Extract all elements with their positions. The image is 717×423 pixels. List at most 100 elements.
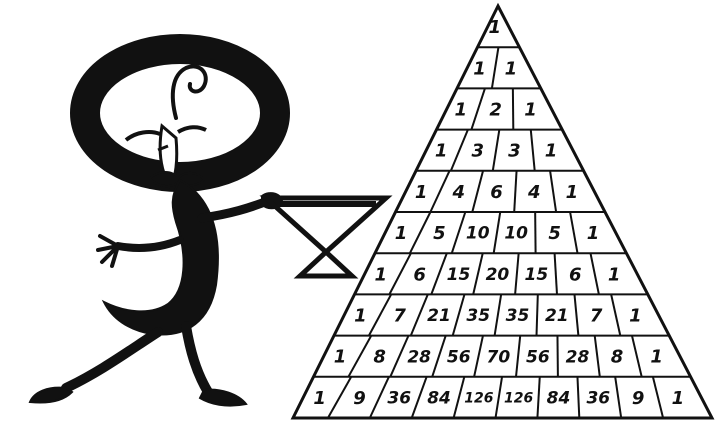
right-foot [200, 390, 246, 406]
pascal-number: 7 [393, 305, 406, 326]
cell-divider [410, 212, 431, 253]
pascal-number: 1 [545, 141, 558, 162]
pascal-number: 1 [313, 388, 326, 409]
pascal-number: 56 [447, 347, 471, 367]
pascal-number: 1 [524, 99, 537, 120]
cell-divider [537, 294, 538, 335]
cell-divider [389, 253, 411, 294]
cell-divider [514, 171, 516, 212]
cell-divider [494, 212, 501, 253]
pascal-number: 70 [486, 347, 510, 367]
pascal-number: 7 [590, 305, 603, 326]
cell-divider [611, 294, 620, 335]
pascal-number: 1 [454, 99, 467, 120]
pascal-number: 9 [353, 388, 366, 409]
cell-divider [495, 294, 502, 335]
cell-divider [452, 212, 466, 253]
pascal-number: 1 [650, 347, 663, 368]
pascal-number: 10 [504, 224, 528, 244]
pascal-number: 1 [566, 182, 579, 203]
pascal-number: 8 [611, 347, 624, 368]
cell-divider [473, 253, 483, 294]
pascal-number: 84 [547, 389, 571, 409]
cell-divider [432, 336, 446, 377]
cell-divider [537, 377, 539, 418]
cell-divider [574, 294, 578, 335]
pascal-number: 15 [524, 265, 548, 285]
cell-divider [515, 253, 519, 294]
pascal-number: 1 [608, 264, 621, 285]
pascal-number: 1 [334, 347, 347, 368]
left-arm [118, 240, 180, 248]
cell-divider [496, 377, 503, 418]
nine-stem [104, 180, 218, 335]
cell-divider [369, 294, 391, 335]
left-leg [66, 332, 158, 388]
pascal-number: 56 [526, 347, 550, 367]
pascal-number: 21 [545, 306, 569, 326]
cell-divider [412, 377, 427, 418]
cell-divider [472, 171, 483, 212]
nine-loop [85, 49, 275, 177]
cell-divider [595, 336, 600, 377]
pascal-number: 1 [435, 141, 448, 162]
waiter-figure [30, 49, 282, 406]
pascal-number: 35 [506, 306, 530, 326]
pascal-number: 5 [433, 223, 446, 244]
cell-divider [493, 130, 500, 171]
cell-divider [454, 377, 465, 418]
pascal-number: 8 [373, 347, 386, 368]
cell-divider [430, 171, 449, 212]
pascal-number: 21 [427, 306, 451, 326]
cell-divider [577, 377, 579, 418]
cell-divider [328, 377, 351, 418]
pascal-number: 1 [587, 223, 600, 244]
cell-divider [370, 377, 389, 418]
cell-divider [453, 294, 465, 335]
cell-divider [474, 336, 483, 377]
pascal-number: 84 [427, 389, 451, 409]
pascal-number: 9 [632, 388, 645, 409]
pascal-number: 20 [486, 265, 510, 285]
cell-divider [653, 377, 663, 418]
pascal-number: 6 [413, 264, 426, 285]
eyebrow-left [126, 132, 160, 140]
left-foot [30, 388, 72, 403]
pascal-number: 1 [505, 58, 518, 79]
pascal-number: 1 [415, 182, 428, 203]
glass-stem [300, 252, 352, 276]
pascal-number: 36 [586, 389, 610, 409]
cell-divider [570, 212, 577, 253]
pascal-number: 1 [374, 264, 387, 285]
cell-divider [390, 336, 408, 377]
right-leg [186, 326, 208, 392]
pascal-number: 28 [566, 347, 590, 367]
pascal-number: 5 [548, 223, 561, 244]
cell-divider [431, 253, 447, 294]
pascal-number: 2 [489, 99, 502, 120]
cell-divider [615, 377, 621, 418]
cell-divider [632, 336, 642, 377]
cell-divider [348, 336, 371, 377]
pascal-number: 3 [508, 141, 521, 162]
cell-divider [531, 130, 535, 171]
pascal-number: 35 [466, 306, 490, 326]
pascal-number: 36 [387, 389, 411, 409]
pascal-number: 1 [488, 17, 501, 38]
pascal-number: 10 [466, 224, 490, 244]
hair-curl [173, 66, 206, 118]
pascal-number: 4 [452, 182, 466, 203]
cell-divider [471, 88, 485, 129]
pascal-number: 15 [447, 265, 471, 285]
pascal-number: 1 [629, 305, 642, 326]
cell-divider [555, 253, 557, 294]
cell-divider [411, 294, 428, 335]
cell-divider [516, 336, 520, 377]
cell-divider [492, 47, 499, 88]
pascal-number: 3 [471, 141, 484, 162]
right-arm [202, 200, 270, 218]
eyebrow-right [178, 127, 206, 132]
pascal-number: 1 [672, 388, 685, 409]
